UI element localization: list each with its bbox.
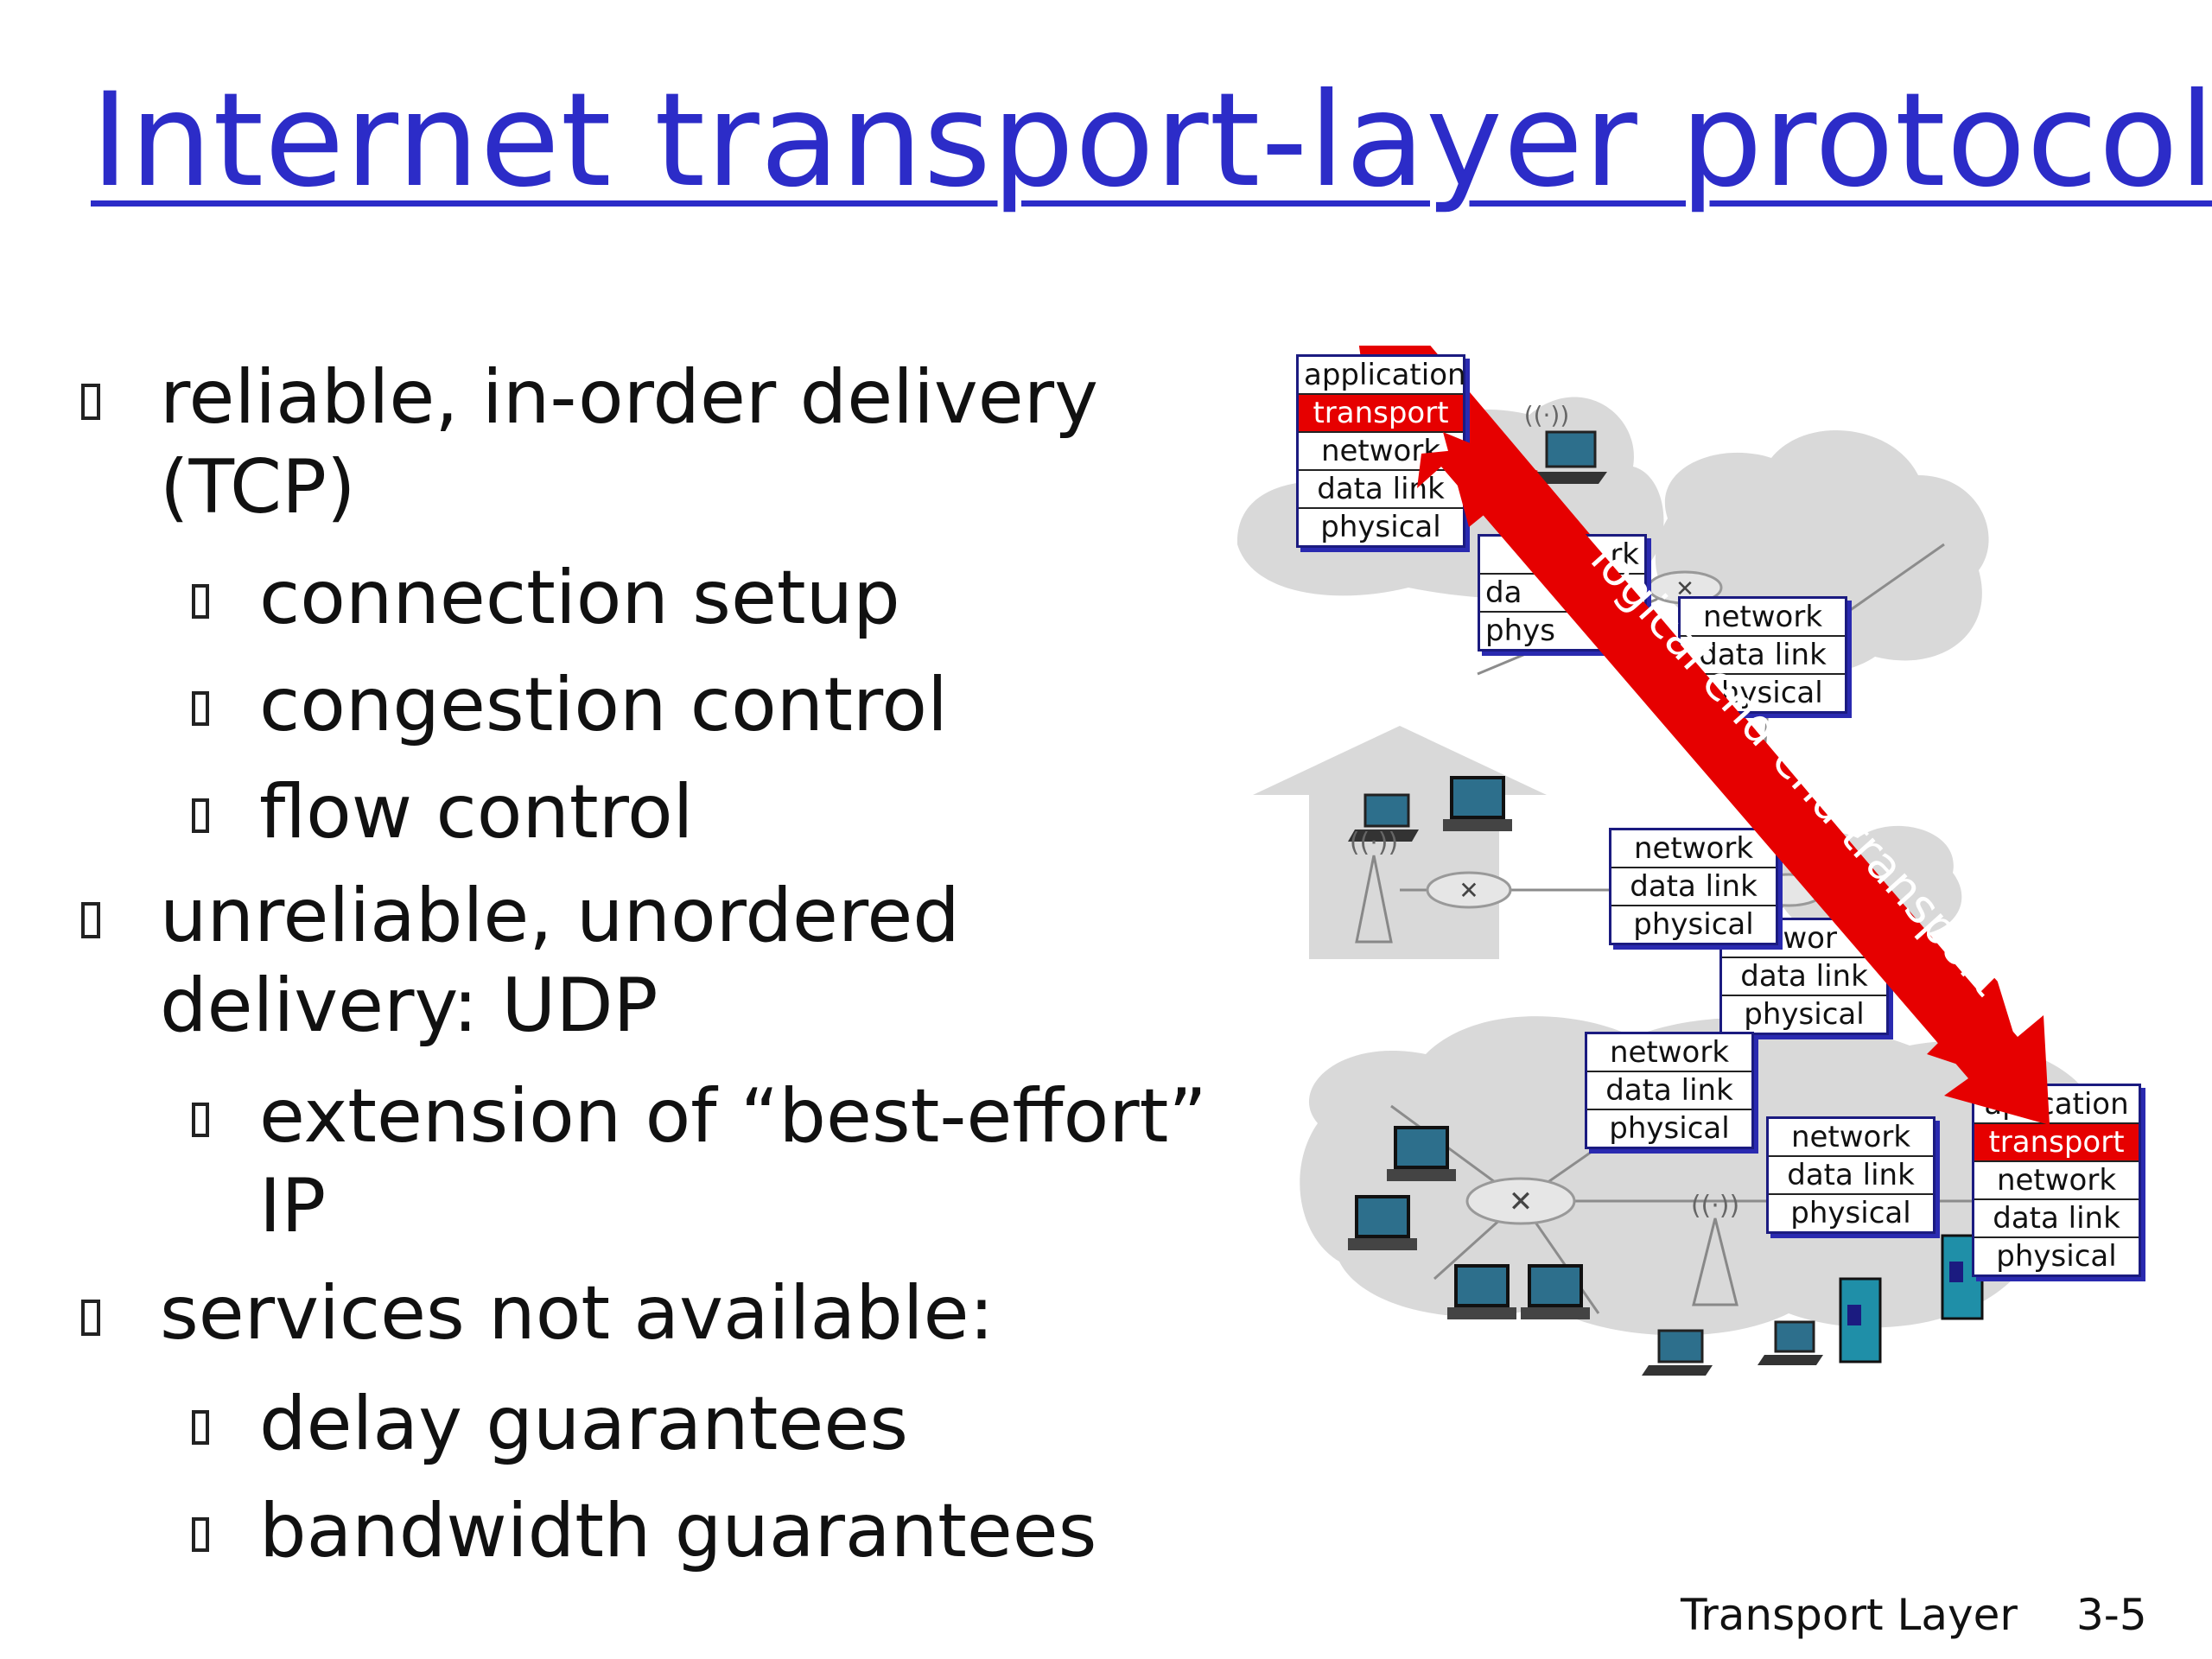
destination-host-stack: ap ication transport network data link p… xyxy=(1972,1084,2141,1277)
layer-network: network xyxy=(1769,1119,1933,1157)
wireless-tower-icon: ((·)) xyxy=(1691,1191,1739,1306)
bullet-text: (TCP) xyxy=(160,444,356,531)
router-stack: network data link physical xyxy=(1766,1116,1936,1234)
layer-data-link: data link xyxy=(1611,868,1776,906)
sub-bullet-text: IP xyxy=(259,1163,327,1249)
layer-data-link: data link xyxy=(1587,1072,1751,1110)
router-stack: network data link physical xyxy=(1585,1032,1754,1149)
laptop-icon xyxy=(1348,793,1419,842)
layer-physical: physical xyxy=(1633,907,1754,942)
slide-number: 3-5 xyxy=(2076,1590,2147,1640)
sub-bullet-text: extension of “best-effort” xyxy=(259,1073,1207,1160)
sub-bullet-text: connection setup xyxy=(259,555,900,641)
svg-text:((·)): ((·)) xyxy=(1691,1191,1739,1221)
router-stack: network data link physical xyxy=(1609,828,1778,945)
svg-text:✕: ✕ xyxy=(1459,876,1478,905)
layer-physical: physical xyxy=(1320,510,1441,544)
sub-bullet-text: bandwidth guarantees xyxy=(259,1488,1097,1574)
layer-data-link: data link xyxy=(1974,1200,2139,1238)
sub-bullet-text: delay guarantees xyxy=(259,1381,909,1467)
layer-application: ap ication xyxy=(1974,1086,2139,1124)
bullet-text: services not available: xyxy=(160,1270,995,1357)
router-icon: ✕ xyxy=(1426,871,1512,909)
sub-bullet-text: congestion control xyxy=(259,662,948,748)
layer-physical: phys xyxy=(1485,613,1555,648)
sub-bullet-marker-icon xyxy=(192,1410,209,1445)
layer-physical: physical xyxy=(1609,1111,1730,1146)
layer-network: network xyxy=(1974,1162,2139,1200)
desktop-computer-icon xyxy=(1447,1264,1516,1319)
laptop-icon xyxy=(1758,1320,1823,1365)
footer-section-label: Transport Layer xyxy=(1681,1590,2018,1640)
sub-bullet-marker-icon xyxy=(192,1517,209,1552)
laptop-icon xyxy=(1642,1329,1713,1376)
svg-text:✕: ✕ xyxy=(1509,1185,1534,1219)
source-host-stack: application transport network data link … xyxy=(1296,354,1466,548)
layer-physical: physical xyxy=(1744,997,1865,1032)
bullet-text: delivery: UDP xyxy=(160,963,658,1049)
bullet-text: unreliable, unordered xyxy=(160,873,960,959)
layer-transport: transport xyxy=(1299,395,1463,433)
layer-data-link: data link xyxy=(1299,471,1463,509)
sub-bullet-marker-icon xyxy=(192,691,209,726)
sub-bullet-text: flow control xyxy=(259,769,694,855)
wireless-tower-icon: ((·)) xyxy=(1350,828,1398,944)
layer-application: application xyxy=(1299,357,1466,395)
desktop-computer-icon xyxy=(1443,776,1512,831)
layer-network: network xyxy=(1611,830,1776,868)
bullet-marker-icon xyxy=(81,384,100,420)
layer-network: network xyxy=(1587,1034,1751,1072)
wireless-signal-icon: ((·)) xyxy=(1524,401,1570,429)
layer-physical: physical xyxy=(1996,1239,2117,1274)
desktop-computer-icon xyxy=(1348,1195,1417,1250)
sub-bullet-marker-icon xyxy=(192,1103,209,1137)
bullet-marker-icon xyxy=(81,1300,100,1336)
desktop-computer-icon xyxy=(1521,1264,1590,1319)
router-icon: ✕ xyxy=(1465,1177,1576,1225)
sub-bullet-marker-icon xyxy=(192,584,209,619)
sub-bullet-marker-icon xyxy=(192,798,209,833)
bullet-text: reliable, in-order delivery xyxy=(160,354,1098,441)
desktop-computer-icon xyxy=(1387,1126,1456,1181)
layer-physical: physical xyxy=(1790,1196,1911,1230)
svg-text:((·)): ((·)) xyxy=(1350,828,1398,858)
slide-title: Internet transport-layer protocols xyxy=(91,66,2212,216)
layer-network: network xyxy=(1299,433,1463,471)
layer-transport: transport xyxy=(1974,1124,2139,1162)
layer-data-link: data link xyxy=(1722,958,1886,996)
layer-data-link: data link xyxy=(1769,1157,1933,1195)
bullet-marker-icon xyxy=(81,902,100,938)
server-icon xyxy=(1839,1277,1882,1363)
